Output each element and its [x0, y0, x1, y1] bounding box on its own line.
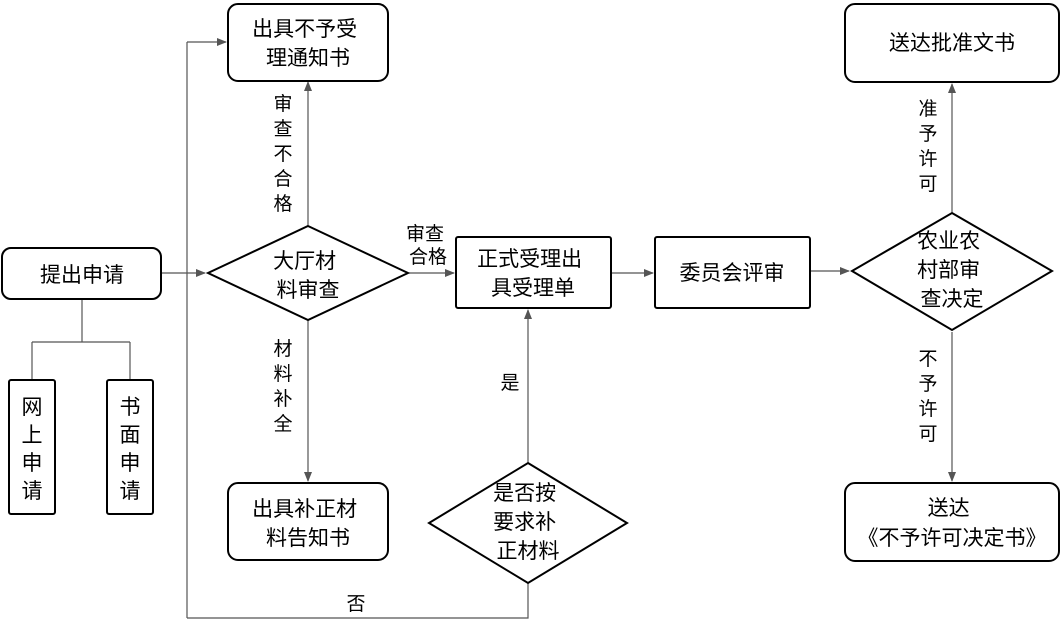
node-submit: 提出申请 — [1, 247, 162, 300]
node-ministry-decision-label: 农业农 村部审 查决定 — [917, 229, 987, 311]
node-submit-label: 提出申请 — [40, 263, 124, 287]
edge-label-no: 否 — [346, 593, 365, 615]
edge-label-approve: 准予许可 — [918, 98, 937, 195]
node-supplement-notice: 出具补正材 料告知书 — [227, 482, 389, 561]
node-approval-doc: 送达批准文书 — [844, 3, 1060, 83]
node-accept-label: 正式受理出 具受理单 — [477, 247, 589, 300]
node-deny-doc: 送达 《不予许可决定书》 — [844, 482, 1060, 562]
node-accept: 正式受理出 具受理单 — [455, 236, 612, 309]
connectors — [31, 38, 956, 619]
node-ministry-decision: 农业农 村部审 查决定 — [850, 211, 1054, 332]
edge-label-review-pass: 审查 合格 — [406, 223, 450, 268]
node-supplement-notice-label: 出具补正材 料告知书 — [252, 497, 364, 550]
node-online-label: 网上申请 — [22, 395, 43, 503]
node-written-label: 书面申请 — [120, 395, 141, 503]
node-as-required-label: 是否按 要求补 正材料 — [493, 481, 563, 563]
node-online: 网上申请 — [8, 379, 56, 515]
node-committee: 委员会评审 — [654, 236, 811, 309]
node-as-required: 是否按 要求补 正材料 — [427, 461, 629, 585]
edge-label-supplement: 材料补全 — [273, 338, 292, 435]
edge-no — [187, 583, 529, 619]
node-hall-review-label: 大厅材 料审查 — [273, 249, 343, 302]
node-reject-notice-label: 出具不予受 理通知书 — [252, 17, 364, 70]
node-deny-doc-label: 送达 《不予许可决定书》 — [858, 496, 1047, 550]
node-committee-label: 委员会评审 — [680, 261, 785, 285]
node-approval-doc-label: 送达批准文书 — [889, 31, 1015, 55]
node-written: 书面申请 — [106, 379, 154, 515]
node-reject-notice: 出具不予受 理通知书 — [227, 3, 389, 82]
node-hall-review: 大厅材 料审查 — [205, 224, 411, 322]
edge-label-yes: 是 — [500, 372, 519, 394]
edge-label-review-fail: 审查不合格 — [273, 93, 292, 215]
edge-label-deny: 不予许可 — [918, 348, 937, 445]
